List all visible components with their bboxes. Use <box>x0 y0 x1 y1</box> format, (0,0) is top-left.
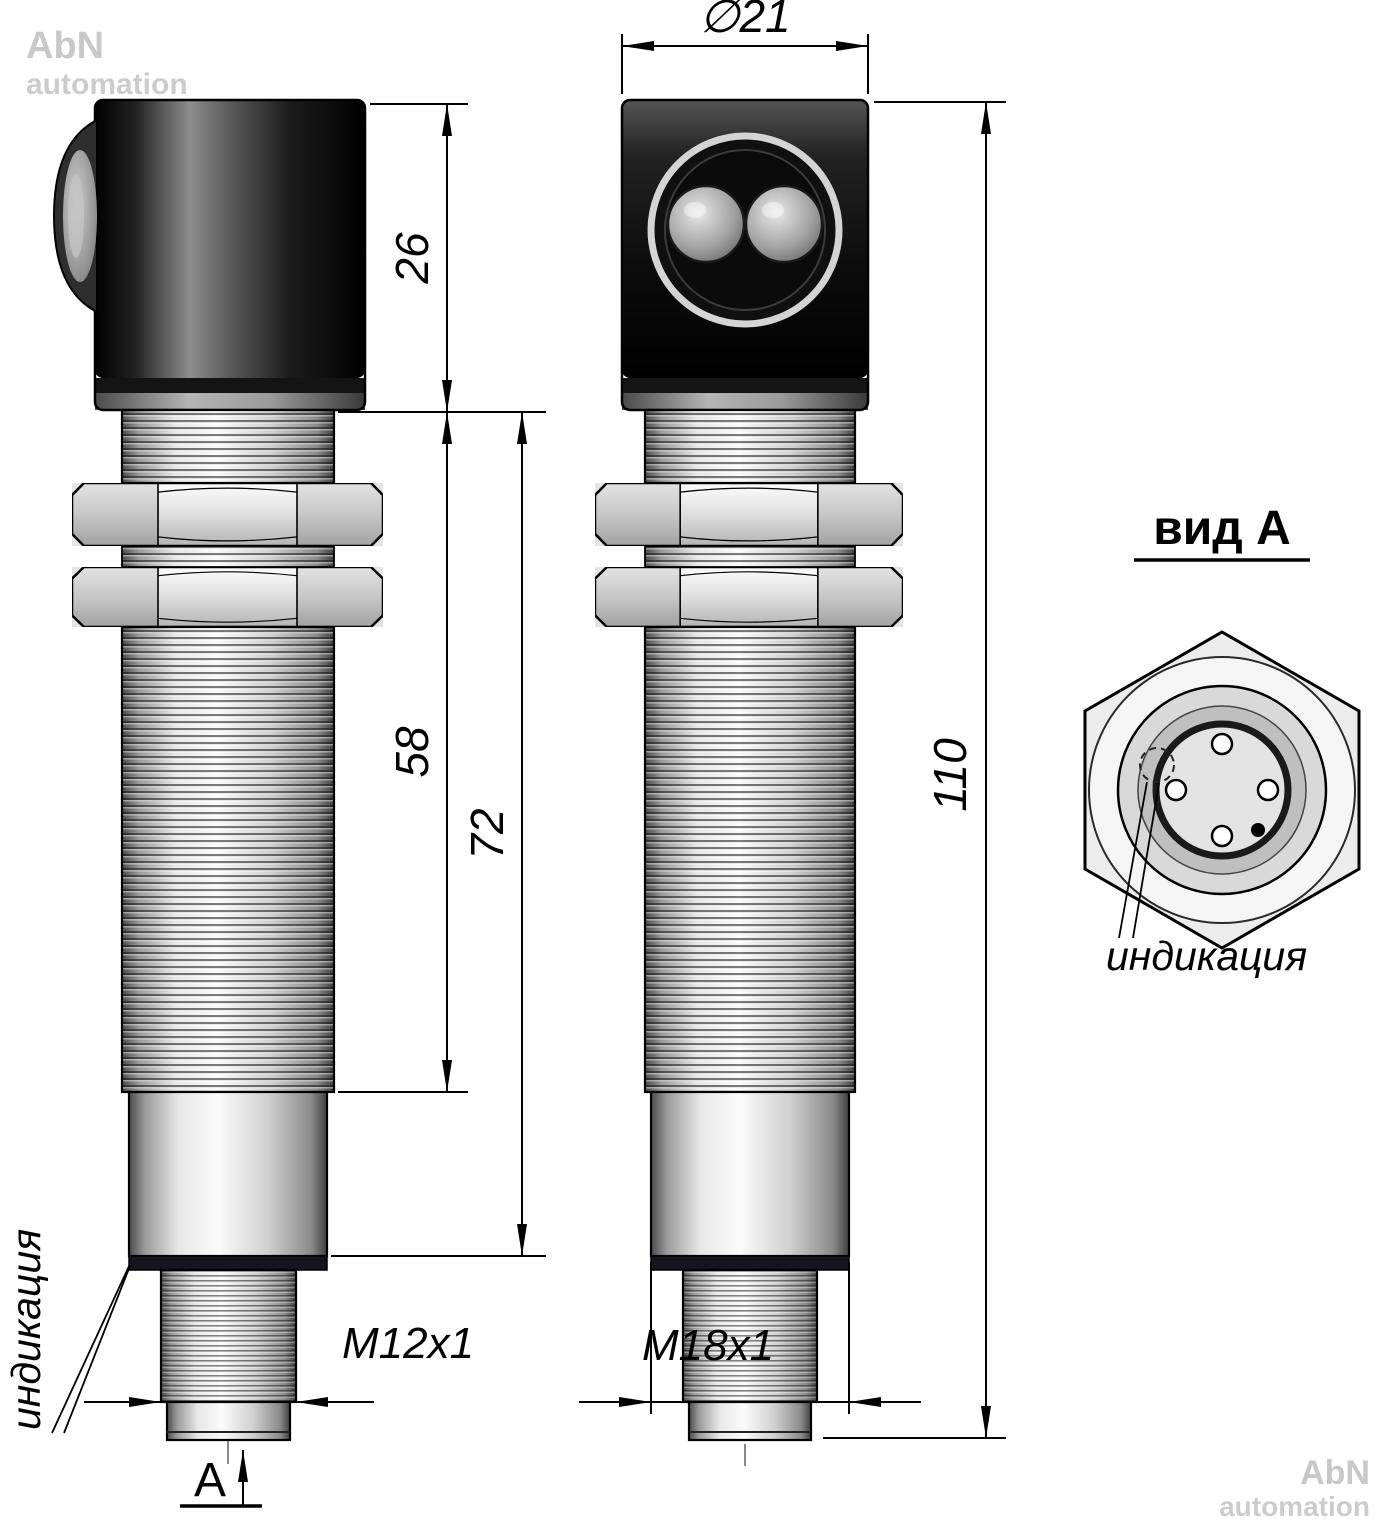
watermark-subtitle: automation <box>26 68 188 101</box>
front-mid-thread <box>644 545 856 568</box>
watermark-subtitle-2: automation <box>1219 1491 1370 1522</box>
indication-led-marker <box>1139 747 1175 783</box>
watermark-brand: AbN <box>26 25 104 67</box>
body-thread-label: M18x1 <box>642 1321 774 1370</box>
front-sensor-head <box>620 98 870 412</box>
side-hex-nut-top <box>72 483 383 546</box>
view-a: вид А индикация <box>1083 502 1361 979</box>
dim-overall-length-label: 110 <box>924 738 976 812</box>
view-a-title: вид А <box>1153 502 1290 555</box>
optical-face <box>647 132 843 328</box>
watermark-bottom-right: AbN automation <box>1219 1454 1370 1522</box>
dim-head-height-label: 26 <box>386 232 438 285</box>
view-a-annotations: индикация <box>1106 781 1307 979</box>
side-sensor-head <box>52 98 367 412</box>
watermark-top-left: AbN automation <box>26 25 188 101</box>
front-upper-thread <box>643 408 857 485</box>
side-hex-nut-bottom <box>72 567 383 627</box>
side-view-dimensions <box>51 103 546 1508</box>
pin-3 <box>1210 824 1234 848</box>
leader-indication-a-1 <box>1118 781 1148 939</box>
watermark-brand-2: AbN <box>1300 1454 1370 1492</box>
pin-1 <box>1210 732 1234 756</box>
leader-indication-a-2 <box>1132 782 1160 939</box>
side-indication-ring <box>128 1255 328 1271</box>
side-smooth-body <box>127 1090 329 1258</box>
view-a-connector-face <box>1116 684 1328 896</box>
emitter-lens <box>666 184 746 264</box>
side-upper-thread <box>120 408 336 485</box>
keying-dot <box>1251 823 1265 837</box>
front-view <box>595 98 903 1466</box>
front-connector <box>681 1268 819 1442</box>
leader-indication-2 <box>63 1265 131 1434</box>
side-lens-dome <box>52 118 98 314</box>
front-hex-nut-bottom <box>595 567 903 627</box>
front-smooth-body <box>649 1090 851 1258</box>
leader-indication-1 <box>51 1263 131 1434</box>
dim-thread-length-label: 58 <box>386 726 438 778</box>
front-indication-ring <box>650 1255 850 1271</box>
dim-diameter-label: ∅21 <box>699 0 790 42</box>
side-view-labels: 26 58 72 M12x1 индикация А <box>3 232 513 1507</box>
side-threaded-body <box>120 625 336 1094</box>
connector-thread-label: M12x1 <box>342 1319 474 1368</box>
side-view <box>52 98 383 1466</box>
front-view-labels: ∅21 110 M18x1 <box>642 0 976 1370</box>
receiver-lens <box>744 184 824 264</box>
dim-body-length-label: 72 <box>461 808 513 859</box>
pin-4 <box>1164 778 1188 802</box>
indication-label-view-a: индикация <box>1106 933 1307 979</box>
front-threaded-body <box>643 625 857 1094</box>
indication-label-side: индикация <box>3 1229 49 1430</box>
front-view-dimensions <box>579 34 1006 1439</box>
section-arrow-label: А <box>194 1454 226 1507</box>
side-connector <box>159 1268 298 1442</box>
side-mid-thread <box>121 545 335 568</box>
pin-2 <box>1256 778 1280 802</box>
front-hex-nut-top <box>595 483 903 546</box>
